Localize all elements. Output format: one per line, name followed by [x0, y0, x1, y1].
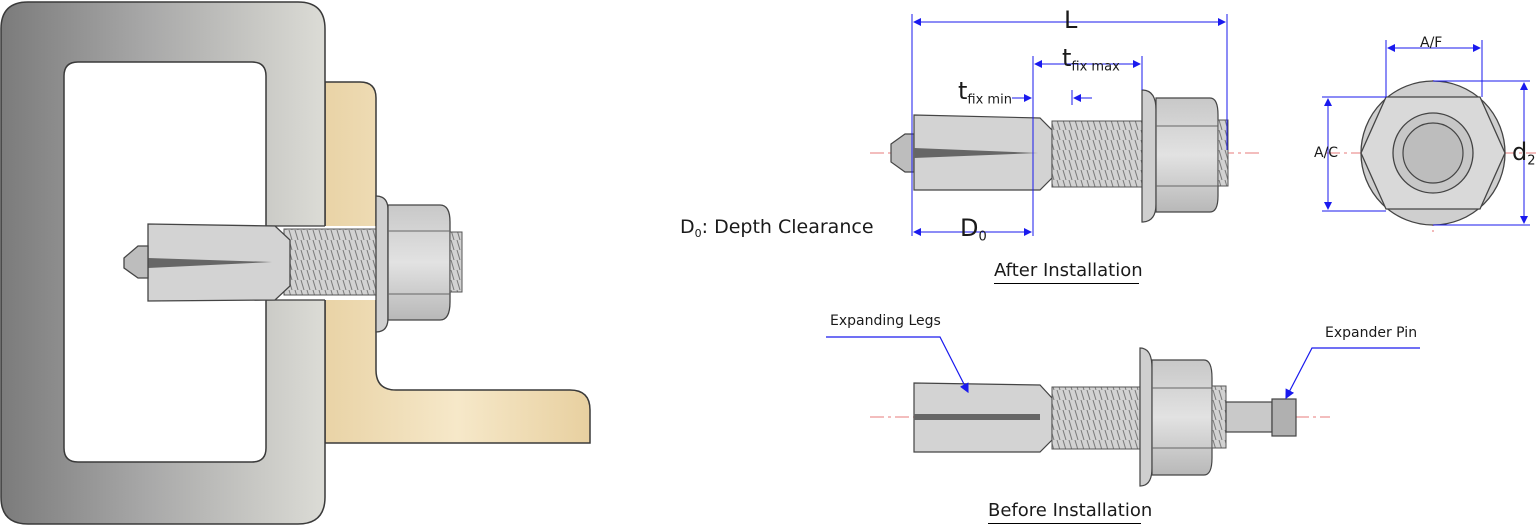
hollow-section-tube — [0, 1, 326, 525]
after-installation-caption: After Installation — [994, 262, 1143, 284]
depth-clearance-legend: D0: Depth Clearance — [680, 216, 874, 240]
fixture-plate — [324, 81, 591, 444]
dim-label-AC: A/C — [1314, 145, 1339, 161]
dim-label-L: L — [1064, 6, 1078, 34]
dim-label-d2: d2 — [1512, 138, 1536, 169]
dim-label-AF: A/F — [1420, 35, 1443, 51]
expander-pin-tip — [123, 245, 149, 279]
before-installation-view — [826, 336, 1420, 487]
end-view-hex-nut — [1322, 40, 1536, 232]
installed-anchor-illustration — [0, 1, 591, 525]
washer — [375, 195, 389, 333]
expanding-legs-label: Expanding Legs — [830, 313, 941, 329]
before-installation-caption: Before Installation — [988, 502, 1152, 524]
after-installation-view — [870, 14, 1262, 236]
dim-label-t-fix-min: tfix min — [958, 77, 1012, 108]
dim-label-t-fix-max: tfix max — [1062, 44, 1120, 75]
expander-pin-label: Expander Pin — [1325, 325, 1418, 341]
dim-label-D0: D0 — [960, 214, 987, 245]
hex-nut — [387, 204, 451, 321]
